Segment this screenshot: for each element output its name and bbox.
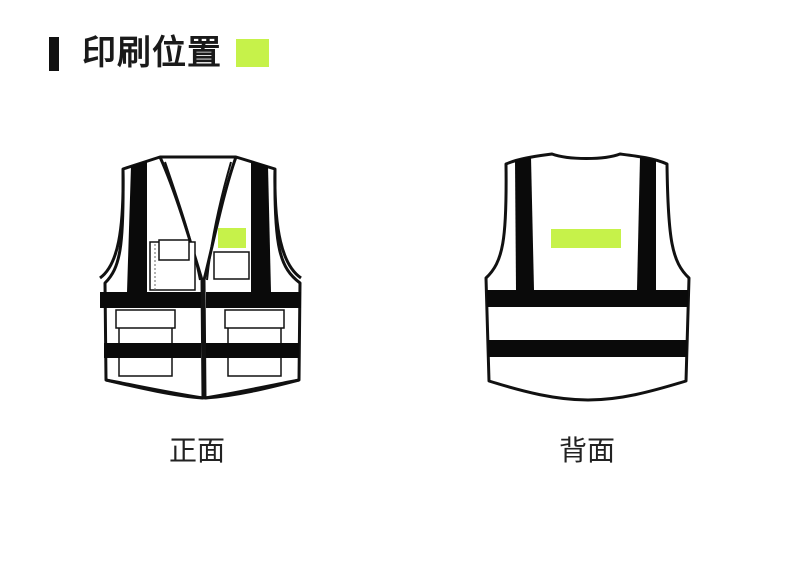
back-print-area [551, 229, 621, 248]
back-view-label: 背面 [559, 434, 616, 467]
back-vest-illustration [484, 152, 691, 402]
front-right-vertical-band [251, 161, 271, 292]
front-left-pocket-flap [115, 309, 176, 329]
front-id-card-holder [158, 239, 190, 261]
back-right-vertical-band [637, 157, 656, 290]
back-lower-band [488, 340, 687, 357]
front-upper-band-left [100, 292, 201, 308]
front-view-label: 正面 [169, 434, 226, 467]
front-right-pocket-flap [224, 309, 285, 329]
front-badge-window [213, 251, 250, 280]
back-left-vertical-band [515, 157, 534, 290]
front-vest-illustration [99, 155, 302, 400]
back-upper-band [487, 290, 688, 307]
print-area-color-swatch [236, 39, 269, 67]
title-accent-bar [49, 37, 59, 71]
front-upper-band-right [206, 292, 301, 308]
front-left-vertical-band [127, 161, 147, 292]
back-vest-outline [484, 152, 691, 402]
front-print-area [218, 228, 246, 248]
page-title: 印刷位置 [82, 33, 222, 73]
